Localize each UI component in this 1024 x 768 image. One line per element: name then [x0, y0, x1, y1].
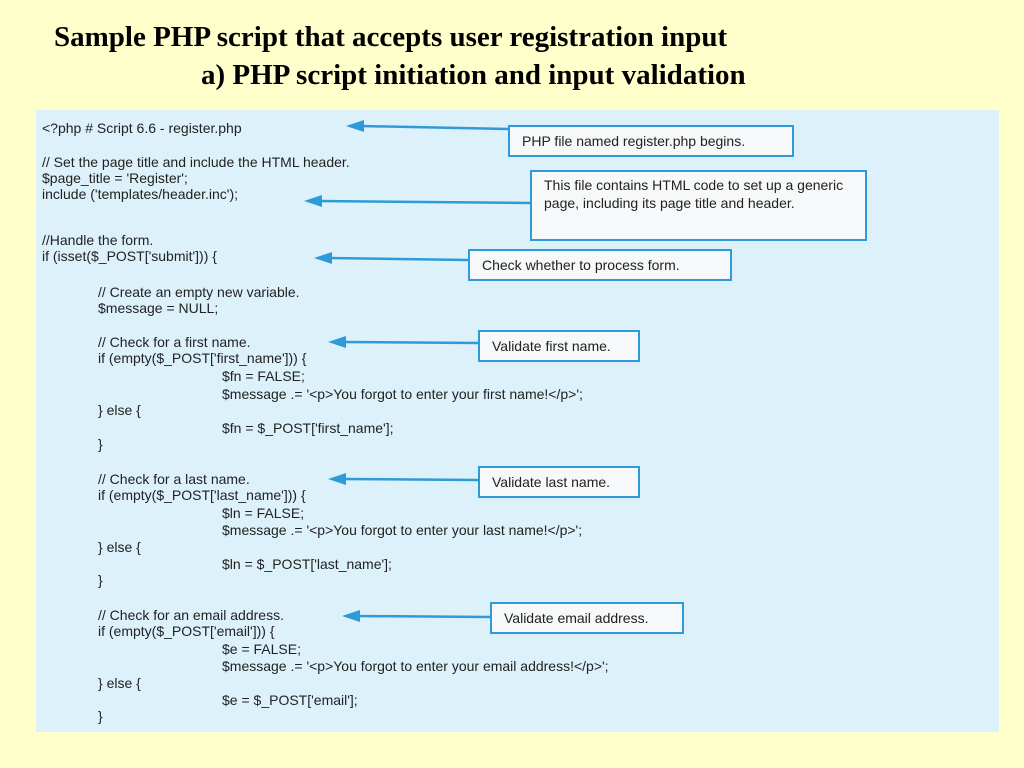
code-line: // Check for a last name.: [98, 471, 250, 487]
title-line-2: a) PHP script initiation and input valid…: [201, 59, 746, 91]
code-line: }: [98, 708, 103, 724]
code-line: // Create an empty new variable.: [98, 284, 300, 300]
code-line: $e = $_POST['email'];: [222, 692, 358, 708]
callout-validate-first-name: Validate first name.: [478, 330, 640, 362]
code-line: $ln = $_POST['last_name'];: [222, 556, 392, 572]
code-line: if (empty($_POST['email'])) {: [98, 623, 275, 639]
code-line: $e = FALSE;: [222, 641, 301, 657]
code-line: $fn = FALSE;: [222, 368, 305, 384]
code-line: if (empty($_POST['last_name'])) {: [98, 487, 306, 503]
code-line: $ln = FALSE;: [222, 505, 305, 521]
code-line: //Handle the form.: [42, 232, 154, 248]
callout-process-form: Check whether to process form.: [468, 249, 732, 281]
code-line: $message .= '<p>You forgot to enter your…: [222, 658, 609, 674]
code-line: } else {: [98, 539, 141, 555]
slide-title: Sample PHP script that accepts user regi…: [0, 18, 1024, 94]
code-line: $message .= '<p>You forgot to enter your…: [222, 386, 583, 402]
callout-header-include: This file contains HTML code to set up a…: [530, 170, 867, 241]
code-line: // Set the page title and include the HT…: [42, 154, 350, 170]
code-line: }: [98, 436, 103, 452]
title-line-1: Sample PHP script that accepts user regi…: [54, 21, 728, 53]
code-line: // Check for an email address.: [98, 607, 284, 623]
code-line: $page_title = 'Register';: [42, 170, 188, 186]
callout-register-begins: PHP file named register.php begins.: [508, 125, 794, 157]
code-line: } else {: [98, 675, 141, 691]
callout-validate-last-name: Validate last name.: [478, 466, 640, 498]
code-line: include ('templates/header.inc');: [42, 186, 239, 202]
code-line: $message .= '<p>You forgot to enter your…: [222, 522, 583, 538]
code-line: // Check for a first name.: [98, 334, 251, 350]
code-line: $fn = $_POST['first_name'];: [222, 420, 394, 436]
code-line: <?php # Script 6.6 - register.php: [42, 120, 242, 136]
code-line: $message = NULL;: [98, 300, 219, 316]
callout-validate-email: Validate email address.: [490, 602, 684, 634]
code-line: if (empty($_POST['first_name'])) {: [98, 350, 307, 366]
code-line: if (isset($_POST['submit'])) {: [42, 248, 217, 264]
code-line: } else {: [98, 402, 141, 418]
code-line: }: [98, 572, 103, 588]
